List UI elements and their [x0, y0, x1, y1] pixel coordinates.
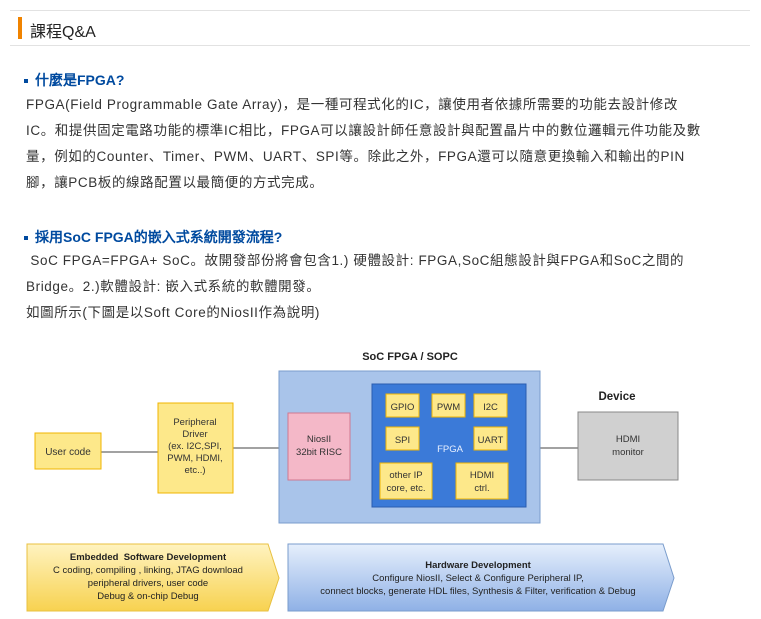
driver-line: (ex. I2C,SPI,	[168, 441, 222, 452]
gpio-label: GPIO	[391, 402, 415, 413]
uart-block	[473, 426, 508, 451]
answer-2-line: Bridge。2.)軟體設計: 嵌入式系統的軟體開發。	[26, 279, 321, 294]
question-2-text: 採用SoC FPGA的嵌入式系統開發流程?	[35, 229, 283, 245]
pwm-block	[431, 393, 466, 418]
answer-1-line: 腳，讓PCB板的線路配置以最簡便的方式完成。	[26, 175, 324, 190]
section-header: 課程Q&A	[10, 10, 750, 46]
software-banner-line: Debug & on-chip Debug	[97, 591, 198, 602]
hdmi-ctrl-line: ctrl.	[474, 483, 489, 494]
other-ip-line: core, etc.	[386, 483, 425, 494]
driver-line: etc..)	[184, 465, 205, 476]
section-accent-bar	[18, 17, 22, 39]
answer-1-line: 量，例如的Counter、Timer、PWM、UART、SPI等。除此之外，FP…	[26, 149, 685, 164]
hardware-banner-line: connect blocks, generate HDL files, Synt…	[320, 586, 635, 597]
driver-line: Peripheral	[173, 417, 216, 428]
hdmi-monitor-line: monitor	[612, 447, 644, 458]
hardware-banner	[287, 543, 675, 612]
bullet-icon	[24, 79, 28, 84]
answer-2: SoC FPGA=FPGA+ SoC。故開發部份將會包含1.) 硬體設計: FP…	[26, 248, 748, 326]
answer-1-line: FPGA(Field Programmable Gate Array)，是一種可…	[26, 97, 678, 112]
software-banner-line: peripheral drivers, user code	[88, 578, 208, 589]
hdmi-ctrl-line: HDMI	[470, 470, 494, 481]
user-code-box	[34, 432, 102, 470]
question-1-text: 什麼是FPGA?	[35, 72, 125, 88]
pwm-label: PWM	[437, 402, 460, 413]
spi-block	[385, 426, 420, 451]
i2c-label: I2C	[483, 402, 498, 413]
device-title: Device	[598, 391, 635, 403]
hdmi-ctrl-block	[455, 462, 509, 500]
software-banner	[26, 543, 280, 612]
hdmi-monitor-line: HDMI	[616, 434, 640, 445]
answer-1-line: IC。和提供固定電路功能的標準IC相比，FPGA可以讓設計師任意設計與配置晶片中…	[26, 123, 701, 138]
section-title: 課程Q&A	[30, 24, 96, 41]
software-banner-title: Embedded Software Development	[70, 552, 227, 563]
niosii-box	[287, 412, 351, 481]
niosii-line: NiosII	[307, 434, 331, 445]
answer-1: FPGA(Field Programmable Gate Array)，是一種可…	[26, 92, 748, 196]
hardware-banner-line: Configure NiosII, Select & Configure Per…	[372, 573, 584, 584]
software-banner-line: C coding, compiling , linking, JTAG down…	[53, 565, 243, 576]
driver-line: Driver	[182, 429, 207, 440]
other-ip-line: other IP	[389, 470, 422, 481]
hardware-banner-title: Hardware Development	[425, 560, 531, 571]
spi-label: SPI	[395, 435, 410, 446]
user-code-label: User code	[45, 447, 91, 458]
niosii-line: 32bit RISC	[296, 447, 342, 458]
question-1: 什麼是FPGA?	[24, 70, 124, 90]
peripheral-driver-box	[157, 402, 234, 494]
question-2: 採用SoC FPGA的嵌入式系統開發流程?	[24, 227, 282, 247]
answer-2-line: SoC FPGA=FPGA+ SoC。故開發部份將會包含1.) 硬體設計: FP…	[26, 253, 685, 268]
i2c-block	[473, 393, 508, 418]
answer-2-line: 如圖所示(下圖是以Soft Core的NiosII作為說明)	[26, 305, 321, 320]
uart-label: UART	[478, 435, 504, 446]
hdmi-monitor-box	[577, 411, 679, 481]
other-ip-block	[379, 462, 433, 500]
diagram-title: SoC FPGA / SOPC	[362, 351, 458, 363]
driver-line: PWM, HDMI,	[167, 453, 222, 464]
fpga-label: FPGA	[437, 444, 464, 455]
gpio-block	[385, 393, 420, 418]
bullet-icon	[24, 236, 28, 241]
